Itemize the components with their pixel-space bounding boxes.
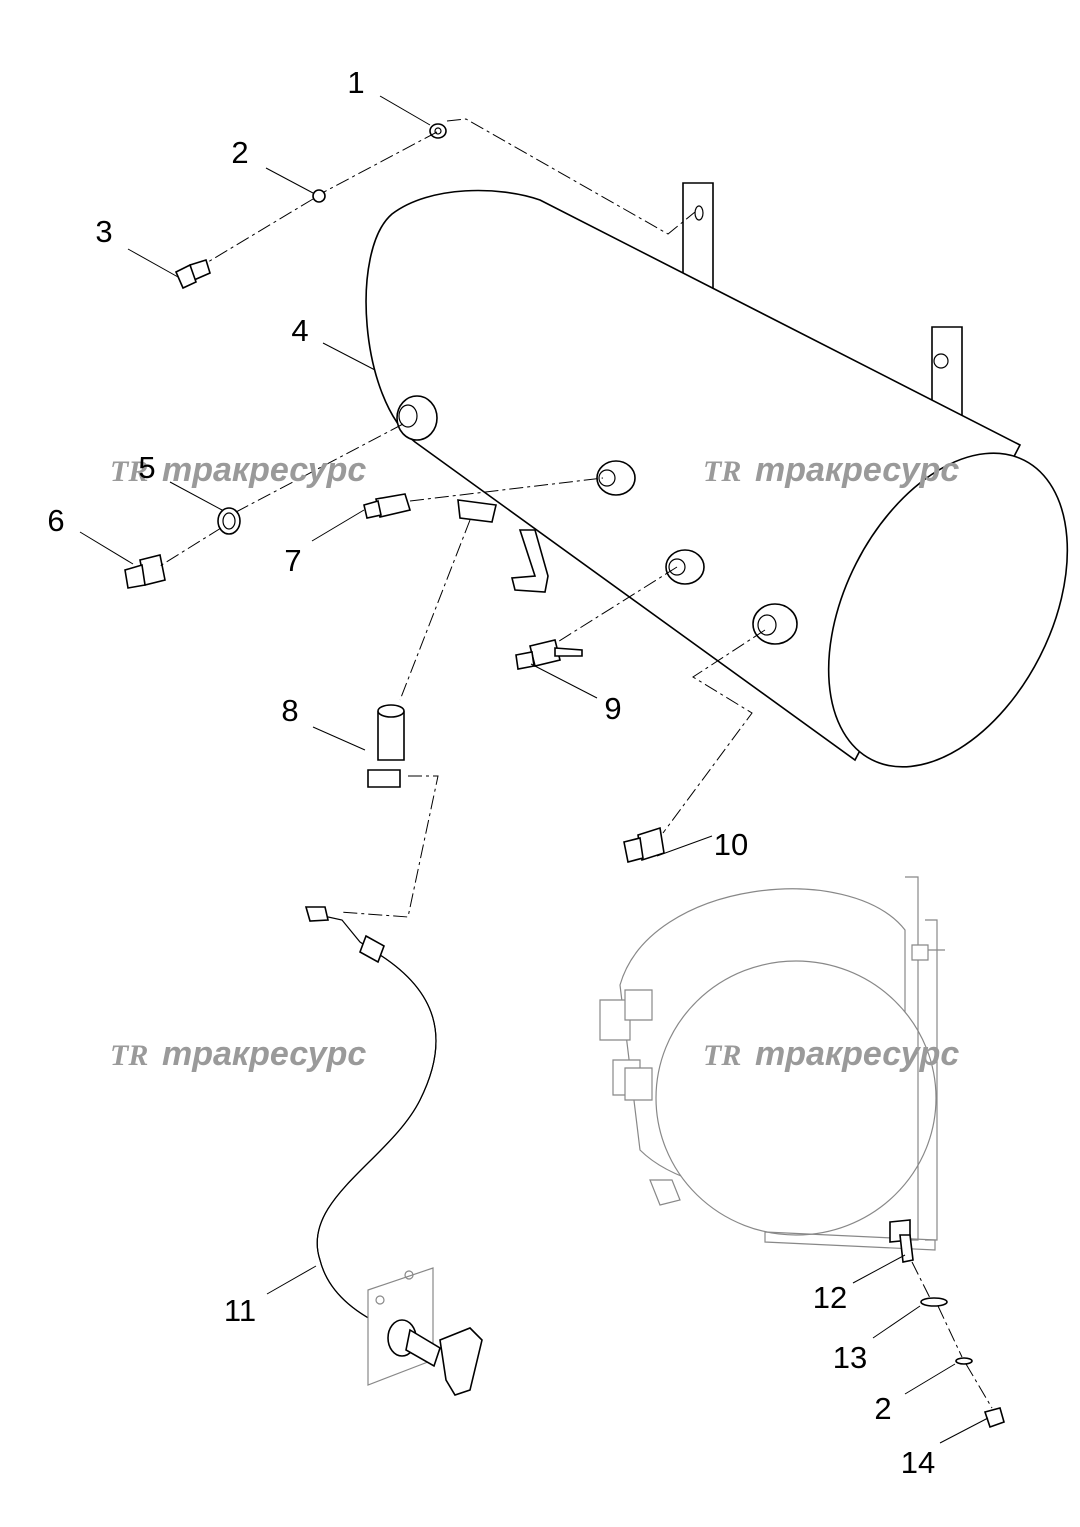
watermark-text: тракресурс [162, 1035, 366, 1073]
assembly-lines [159, 118, 993, 1409]
callout-6: 6 [47, 503, 64, 538]
callout-1: 1 [347, 65, 364, 100]
watermark: TR тракресурс [703, 1035, 959, 1073]
watermark-logo: TR [110, 1039, 148, 1072]
callout-12: 12 [813, 1280, 847, 1315]
callout-2: 2 [231, 135, 248, 170]
callout-5: 5 [138, 450, 155, 485]
air-tank [365, 182, 1069, 768]
sensor-part-7 [363, 493, 412, 519]
nut-part-14 [983, 1407, 1005, 1429]
callout-14: 14 [901, 1445, 935, 1480]
callout-11: 11 [224, 1293, 256, 1328]
plug-part-6 [124, 554, 166, 589]
washer-part-13 [920, 1297, 948, 1307]
tank-boss [396, 395, 438, 441]
callout-13: 13 [833, 1340, 867, 1375]
callout-7: 7 [284, 543, 301, 578]
plug-part-10 [623, 826, 665, 863]
tank-boss [596, 460, 636, 496]
watermark: TR тракресурс [110, 451, 366, 489]
washer-part-1 [429, 123, 447, 139]
tank-boss [752, 603, 798, 645]
callout-9: 9 [604, 691, 621, 726]
tank-boss [665, 549, 705, 585]
watermark-text: тракресурс [755, 1035, 959, 1073]
reference-view [599, 876, 1005, 1429]
callout-labels: 1 2 3 4 5 6 7 8 9 10 11 12 13 2 14 [47, 65, 935, 1480]
drain-cock-part-9 [515, 639, 583, 670]
watermark-text: тракресурс [755, 451, 959, 489]
watermark-logo: TR [703, 455, 741, 488]
callout-4: 4 [291, 313, 308, 348]
lock-washer-part-2 [312, 189, 326, 203]
leader-lines [79, 95, 989, 1444]
drain-valve-part-8 [367, 704, 405, 788]
watermark: TR тракресурс [703, 451, 959, 489]
bolt-part-12 [889, 1219, 914, 1263]
lock-washer-part-2b [955, 1357, 973, 1365]
o-ring-part-5 [217, 507, 241, 535]
watermark-logo: TR [703, 1039, 741, 1072]
watermark: TR тракресурс [110, 1035, 366, 1073]
watermark-logo: TR [110, 455, 148, 488]
callout-10: 10 [714, 827, 748, 862]
pull-handle [387, 1319, 483, 1396]
callout-3: 3 [95, 214, 112, 249]
cable-part-11 [304, 906, 483, 1396]
callout-2b: 2 [874, 1391, 891, 1426]
watermark-text: тракресурс [162, 451, 366, 489]
callout-8: 8 [281, 693, 298, 728]
bolt-part-3 [174, 258, 211, 290]
